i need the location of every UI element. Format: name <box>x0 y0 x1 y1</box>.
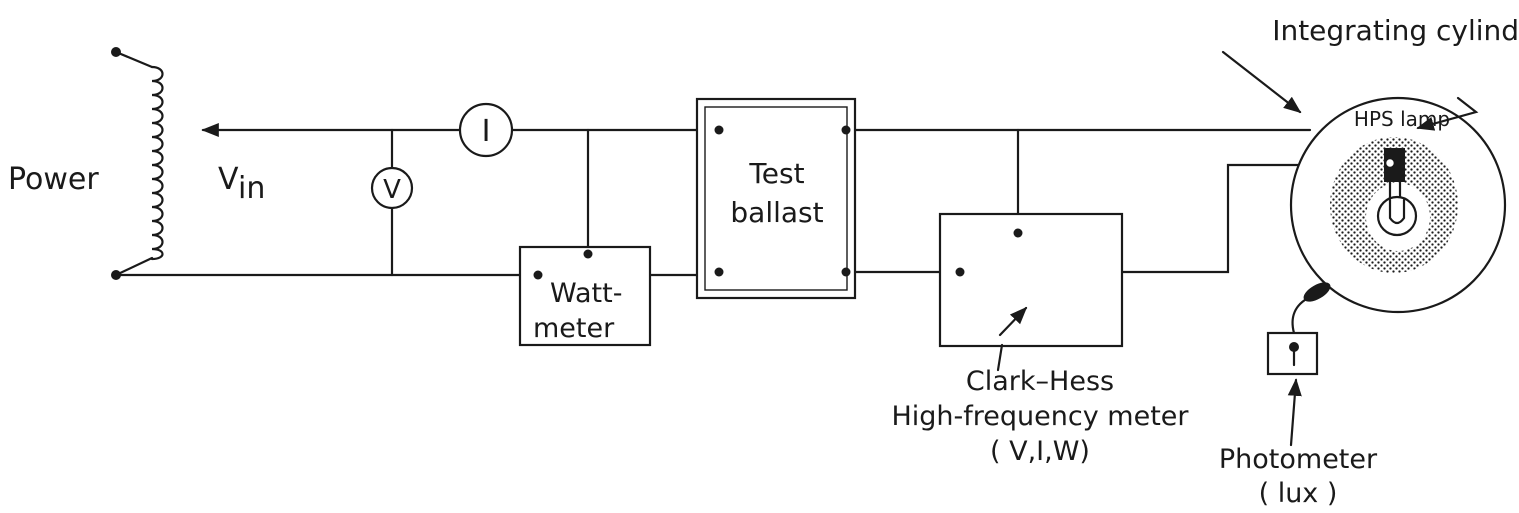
vin-label-main: V <box>218 162 239 197</box>
power-coil <box>150 65 164 261</box>
integrating-cylinder: Integrating cylinder HPS lamp <box>1221 14 1519 314</box>
wattmeter: Watt- meter <box>518 245 652 347</box>
photometer: Photometer ( lux ) <box>1219 295 1378 509</box>
hps-lamp-icon <box>1376 180 1418 237</box>
voltmeter-label: V <box>383 175 401 205</box>
vin-label-subscript: in <box>238 171 265 206</box>
clark-hess-label-line2: High-frequency meter <box>891 401 1189 432</box>
test-ballast-label-line2: ballast <box>730 196 823 229</box>
clark-hess-label-line3: ( V,I,W) <box>990 436 1090 467</box>
power-source <box>111 47 164 280</box>
voltmeter: V <box>370 166 414 210</box>
photometer-label-line2: ( lux ) <box>1259 478 1338 509</box>
power-label: Power <box>8 162 99 197</box>
test-ballast-label-line1: Test <box>748 157 804 190</box>
wattmeter-label-line1: Watt- <box>550 278 622 309</box>
power-terminal-top <box>111 47 121 57</box>
lamp-glow <box>1330 137 1458 273</box>
vin-label: V in <box>218 162 265 206</box>
wattmeter-label-line2: meter <box>533 313 615 344</box>
clark-hess-meter: Clark–Hess High-frequency meter ( V,I,W) <box>891 212 1189 467</box>
test-ballast: Test ballast <box>695 97 857 300</box>
photometer-label-line1: Photometer <box>1219 444 1378 475</box>
ammeter-label: I <box>482 114 491 149</box>
ammeter: I <box>458 102 514 158</box>
integrating-cylinder-label: Integrating cylinder <box>1272 14 1519 47</box>
clark-hess-label-line1: Clark–Hess <box>966 366 1114 397</box>
hps-lamp-label: HPS lamp <box>1354 107 1450 131</box>
